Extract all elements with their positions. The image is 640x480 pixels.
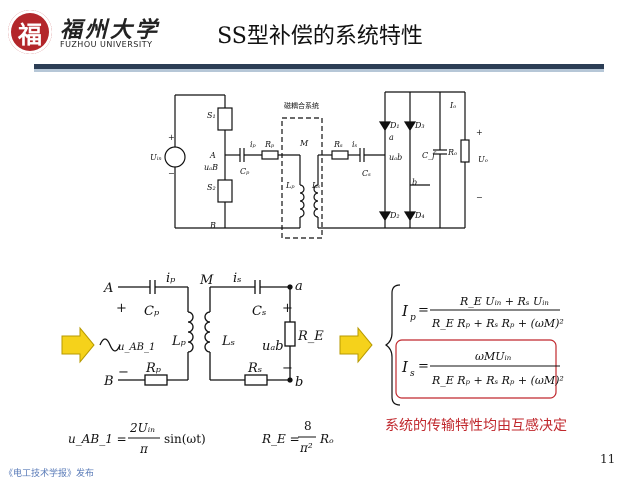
label-D2: D₂	[389, 211, 400, 220]
label-Io: Iₒ	[449, 101, 456, 110]
label-Rs: Rₛ	[247, 361, 262, 376]
ip-numerator: R_E Uᵢₙ + Rₛ Uᵢₙ	[459, 295, 549, 308]
is-lhs: I	[401, 358, 409, 376]
ip-equals: =	[418, 303, 429, 318]
label-B: B	[103, 374, 114, 389]
re-denominator: π²	[299, 441, 313, 455]
label-uin: Uᵢₙ	[150, 153, 162, 162]
title-underline-light	[34, 69, 604, 72]
label-M-top: M	[299, 139, 309, 148]
university-logo: 福	[8, 10, 52, 54]
uab1-numerator: 2Uᵢₙ	[129, 421, 155, 435]
coupling-box-label: 磁耦合系统	[284, 101, 319, 110]
is-equals: =	[418, 359, 429, 374]
label-M: M	[199, 273, 214, 288]
label-minus: −	[118, 365, 129, 380]
is-sub: s	[410, 369, 415, 379]
label-Rs-top: Rₛ	[333, 140, 343, 149]
label-s2: S₂	[207, 183, 216, 192]
label-D4: D₄	[414, 211, 425, 220]
ip-formula: I p = R_E Uᵢₙ + Rₛ Uᵢₙ R_E Rₚ + Rₛ Rₚ + …	[401, 295, 564, 330]
label-top-plus: +	[168, 133, 175, 142]
title-underline-dark	[34, 64, 604, 69]
label-a-plus: +	[282, 301, 293, 316]
label-uAB1: u_AB_1	[118, 342, 155, 353]
label-plus: +	[116, 301, 127, 316]
label-Uo-minus: −	[476, 193, 483, 202]
logo-char: 福	[18, 19, 42, 49]
label-Uo-plus: +	[476, 128, 483, 137]
label-Cs-top: Cₛ	[362, 169, 371, 178]
label-D1: D₁	[389, 121, 400, 130]
uab1-formula: u_AB_1 = 2Uᵢₙ π sin(ωt)	[68, 421, 206, 456]
slide-title: SS型补偿的系统特性	[217, 24, 423, 49]
label-uab-small-top: uₐb	[389, 153, 402, 162]
label-Cp: Cₚ	[144, 304, 159, 319]
bottom-circuit	[99, 280, 296, 386]
label-D3: D₃	[414, 121, 425, 130]
uab1-lhs: u_AB_1 =	[68, 432, 127, 446]
top-circuit	[164, 91, 470, 239]
label-is-top: iₛ	[352, 140, 358, 149]
label-Rp: Rₚ	[145, 361, 161, 376]
label-is: iₛ	[233, 271, 242, 286]
ip-sub: p	[410, 313, 416, 323]
label-ip: iₚ	[166, 271, 175, 286]
label-top-minus: −	[168, 169, 175, 178]
label-Rw: Rₒ	[447, 148, 457, 157]
label-ip-top: iₚ	[250, 140, 257, 149]
uab1-rhs: sin(ωt)	[164, 432, 206, 446]
label-B-top: B	[209, 221, 216, 230]
label-Ls: Lₛ	[221, 334, 235, 349]
page-number: 11	[600, 452, 616, 466]
label-uab: uₐb	[262, 339, 284, 354]
caption: 系统的传输特性均由互感决定	[385, 418, 567, 434]
watermark: 《电工技术学报》发布	[4, 469, 95, 479]
label-a: a	[295, 279, 303, 294]
label-A-top: A	[209, 151, 216, 160]
label-Lp-top: Lₚ	[285, 181, 295, 190]
uab1-denominator: π	[139, 442, 149, 456]
label-uab-top: uₐB	[204, 163, 218, 172]
label-b-minus: −	[282, 361, 293, 376]
label-Rp-top: Rₚ	[264, 140, 275, 149]
university-name-cn: 福州大学	[60, 17, 161, 43]
re-formula: R_E = 8 π² Rₒ	[261, 419, 334, 455]
label-Cf: C_f	[422, 151, 437, 160]
re-rhs: Rₒ	[319, 432, 334, 446]
is-formula: I s = ωMUᵢₙ R_E Rₚ + Rₛ Rₚ + (ωM)²	[401, 350, 564, 387]
label-Cs: Cₛ	[252, 304, 266, 319]
is-denominator: R_E Rₚ + Rₛ Rₚ + (ωM)²	[431, 374, 564, 387]
ip-denominator: R_E Rₚ + Rₛ Rₚ + (ωM)²	[431, 317, 564, 330]
label-Cp-top: Cₚ	[240, 167, 250, 176]
label-Lp: Lₚ	[171, 334, 186, 349]
label-RE: R_E	[297, 329, 324, 344]
label-b: b	[295, 375, 303, 390]
re-numerator: 8	[304, 419, 312, 433]
label-Uo: Uₒ	[478, 155, 488, 164]
left-arrow-icon	[61, 326, 95, 364]
right-arrow-icon	[339, 326, 373, 364]
label-a-top: a	[389, 133, 394, 142]
label-Ls-top: Lₛ	[311, 181, 320, 190]
label-A: A	[103, 281, 113, 296]
label-b-top: b	[412, 178, 417, 187]
label-s1: S₁	[207, 111, 216, 120]
re-lhs: R_E =	[261, 432, 300, 446]
is-numerator: ωMUᵢₙ	[475, 350, 511, 363]
is-formula-highlight	[395, 339, 557, 399]
university-name-en: FUZHOU UNIVERSITY	[60, 40, 153, 49]
ip-lhs: I	[401, 302, 409, 320]
brace	[384, 284, 401, 406]
